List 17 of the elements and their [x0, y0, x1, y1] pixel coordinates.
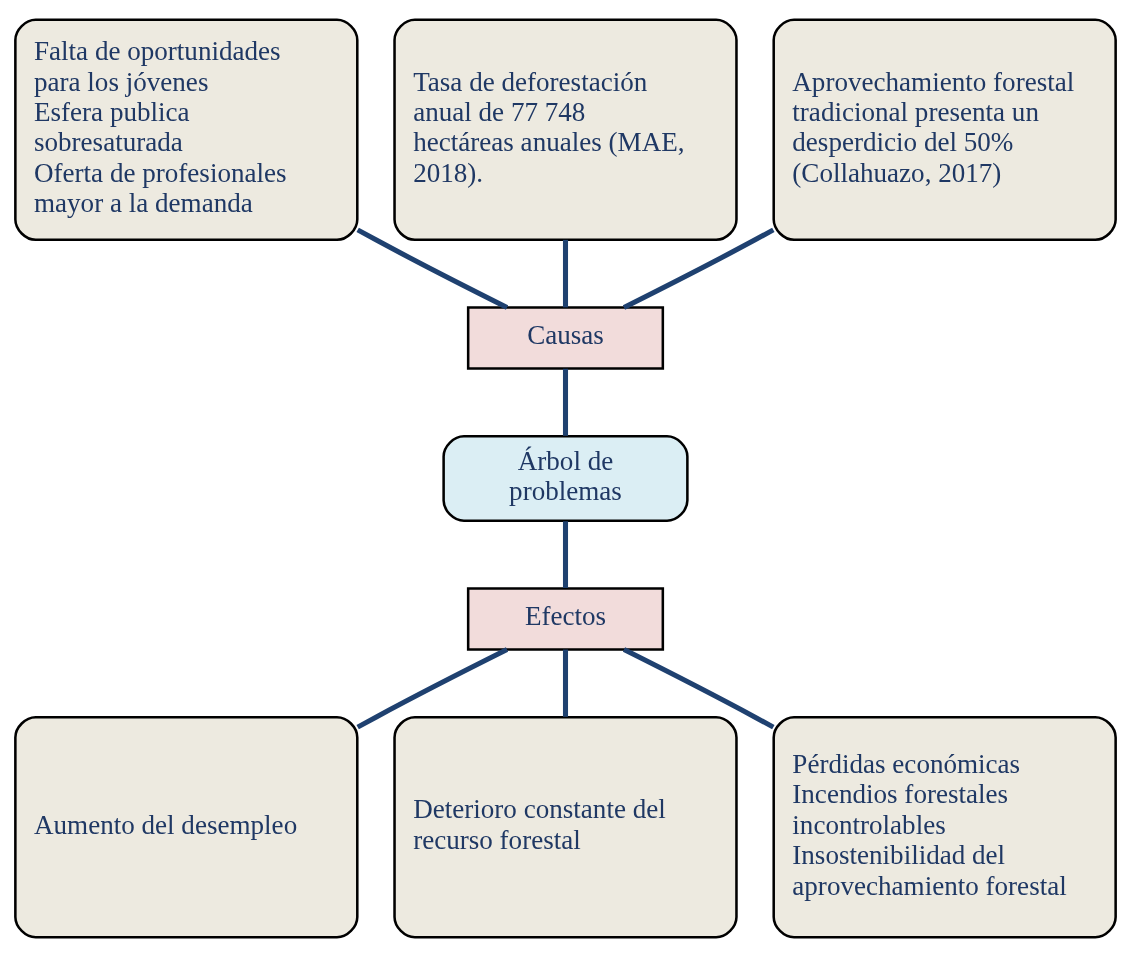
connector — [562, 368, 569, 436]
connector — [356, 647, 509, 730]
connector — [562, 649, 569, 717]
node-box: Falta de oportunidades para los jóvenes Esfera publica sobresaturada Oferta de profesionales mayor a la demanda — [14, 18, 359, 242]
node-box: Aprovechamiento forestal tradicional presenta un desperdicio del 50% (Collahuazo, 2017) — [772, 18, 1117, 242]
node-box: Pérdidas económicas Incendios forestales incontrolables Insostenibilidad del aprovechamiento forestal — [772, 715, 1117, 939]
node-box: Tasa de deforestación anual de 77 748 hectáreas anuales (MAE, 2018). — [393, 18, 738, 242]
connector — [562, 239, 569, 308]
node-box: Causas — [466, 306, 665, 370]
connector — [562, 521, 569, 588]
connector — [622, 647, 775, 730]
node-box: Efectos — [466, 587, 665, 651]
node-box: Aumento del desempleo — [14, 715, 359, 939]
node-box: Deterioro constante del recurso forestal — [393, 715, 738, 939]
connector — [356, 227, 509, 310]
connector — [622, 227, 775, 310]
node-box: Árbol de problemas — [442, 434, 689, 523]
